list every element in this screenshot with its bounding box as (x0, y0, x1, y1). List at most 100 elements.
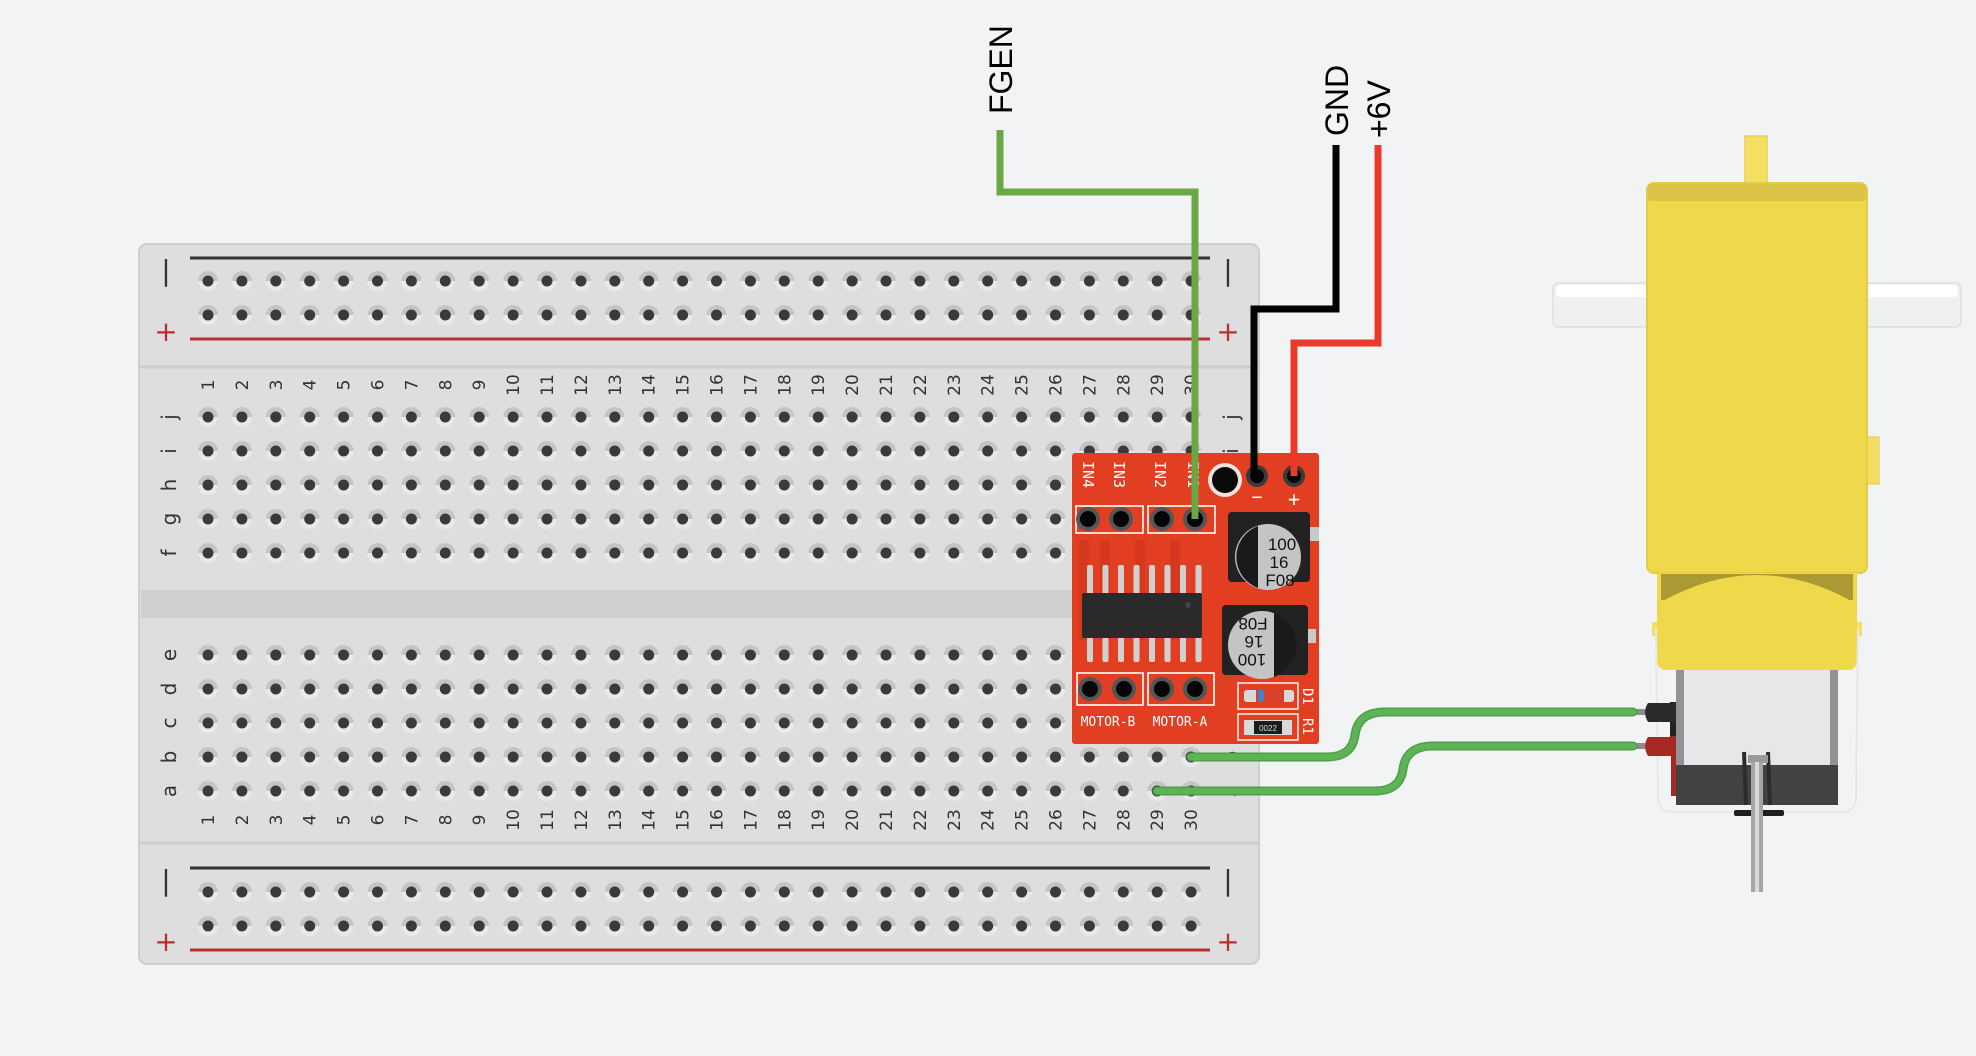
rail-hole[interactable] (299, 305, 320, 325)
terminal-hole-f16[interactable] (706, 543, 727, 563)
rail-hole[interactable] (977, 882, 998, 902)
terminal-hole-h5[interactable] (333, 475, 354, 495)
terminal-hole-h19[interactable] (808, 475, 829, 495)
terminal-hole-g22[interactable] (909, 509, 930, 529)
terminal-hole-g16[interactable] (706, 509, 727, 529)
rail-hole[interactable] (265, 271, 286, 291)
terminal-hole-i19[interactable] (808, 441, 829, 461)
rail-hole[interactable] (808, 882, 829, 902)
terminal-hole-c2[interactable] (231, 713, 252, 733)
rail-hole[interactable] (333, 271, 354, 291)
terminal-hole-b11[interactable] (537, 747, 557, 767)
rail-hole[interactable] (435, 916, 456, 936)
terminal-hole-f26[interactable] (1045, 543, 1066, 563)
rail-hole[interactable] (842, 305, 863, 325)
terminal-hole-j3[interactable] (265, 407, 286, 427)
terminal-hole-h4[interactable] (299, 475, 320, 495)
terminal-hole-c1[interactable] (198, 713, 218, 733)
terminal-hole-d10[interactable] (503, 679, 524, 699)
terminal-hole-f10[interactable] (503, 543, 524, 563)
input-pin-0[interactable] (1076, 507, 1100, 531)
terminal-hole-d13[interactable] (604, 679, 625, 699)
terminal-hole-e17[interactable] (740, 645, 761, 665)
terminal-hole-j26[interactable] (1045, 407, 1066, 427)
terminal-hole-c13[interactable] (604, 713, 625, 733)
terminal-hole-a10[interactable] (503, 781, 524, 801)
terminal-hole-g15[interactable] (672, 509, 693, 529)
terminal-hole-b2[interactable] (231, 747, 252, 767)
rail-hole[interactable] (740, 882, 761, 902)
terminal-hole-f6[interactable] (367, 543, 388, 563)
rail-hole[interactable] (740, 916, 761, 936)
terminal-hole-e5[interactable] (333, 645, 354, 665)
rail-hole[interactable] (1045, 305, 1066, 325)
rail-hole[interactable] (469, 305, 490, 325)
terminal-hole-f5[interactable] (333, 543, 354, 563)
rail-hole[interactable] (1079, 271, 1100, 291)
rail-hole[interactable] (1079, 305, 1100, 325)
terminal-hole-b6[interactable] (367, 747, 388, 767)
terminal-hole-e16[interactable] (706, 645, 727, 665)
terminal-hole-f2[interactable] (231, 543, 252, 563)
rail-hole[interactable] (808, 916, 829, 936)
terminal-hole-e13[interactable] (604, 645, 625, 665)
terminal-hole-i20[interactable] (842, 441, 863, 461)
terminal-hole-d3[interactable] (265, 679, 286, 699)
terminal-hole-i11[interactable] (537, 441, 557, 461)
rail-hole[interactable] (469, 882, 490, 902)
terminal-hole-f22[interactable] (909, 543, 930, 563)
terminal-hole-i16[interactable] (706, 441, 727, 461)
terminal-hole-g8[interactable] (435, 509, 456, 529)
rail-hole[interactable] (672, 882, 693, 902)
rail-hole[interactable] (604, 882, 625, 902)
rail-hole[interactable] (909, 882, 930, 902)
terminal-hole-j4[interactable] (299, 407, 320, 427)
terminal-hole-i7[interactable] (401, 441, 422, 461)
terminal-hole-g11[interactable] (537, 509, 557, 529)
terminal-hole-c17[interactable] (740, 713, 761, 733)
terminal-hole-g13[interactable] (604, 509, 625, 529)
motor-driver-board[interactable]: IN4 IN3 IN2 IN1 − + 100 16 F08 (1072, 453, 1319, 744)
terminal-hole-c18[interactable] (774, 713, 795, 733)
terminal-hole-j20[interactable] (842, 407, 863, 427)
terminal-hole-i8[interactable] (435, 441, 456, 461)
terminal-hole-g20[interactable] (842, 509, 863, 529)
rail-hole[interactable] (1011, 305, 1032, 325)
rail-hole[interactable] (333, 882, 354, 902)
terminal-hole-c5[interactable] (333, 713, 354, 733)
terminal-hole-a2[interactable] (231, 781, 252, 801)
terminal-hole-h14[interactable] (638, 475, 659, 495)
terminal-hole-g9[interactable] (469, 509, 490, 529)
terminal-hole-b21[interactable] (876, 747, 896, 767)
rail-hole[interactable] (672, 305, 693, 325)
terminal-hole-b4[interactable] (299, 747, 320, 767)
terminal-hole-i22[interactable] (909, 441, 930, 461)
terminal-hole-d12[interactable] (570, 679, 591, 699)
terminal-hole-f18[interactable] (774, 543, 795, 563)
terminal-hole-g23[interactable] (943, 509, 964, 529)
terminal-hole-j17[interactable] (740, 407, 761, 427)
terminal-hole-e3[interactable] (265, 645, 286, 665)
terminal-hole-e26[interactable] (1045, 645, 1066, 665)
terminal-hole-d1[interactable] (198, 679, 218, 699)
rail-hole[interactable] (706, 271, 727, 291)
terminal-hole-g19[interactable] (808, 509, 829, 529)
rail-hole[interactable] (842, 916, 863, 936)
terminal-hole-e19[interactable] (808, 645, 829, 665)
terminal-hole-d5[interactable] (333, 679, 354, 699)
terminal-hole-f13[interactable] (604, 543, 625, 563)
terminal-hole-h16[interactable] (706, 475, 727, 495)
rail-hole[interactable] (672, 916, 693, 936)
rail-hole[interactable] (333, 916, 354, 936)
rail-hole[interactable] (198, 271, 218, 291)
terminal-hole-c4[interactable] (299, 713, 320, 733)
terminal-hole-b3[interactable] (265, 747, 286, 767)
terminal-hole-b14[interactable] (638, 747, 659, 767)
terminal-hole-d15[interactable] (672, 679, 693, 699)
terminal-hole-j29[interactable] (1147, 407, 1168, 427)
terminal-hole-i21[interactable] (876, 441, 896, 461)
terminal-hole-d22[interactable] (909, 679, 930, 699)
terminal-hole-i18[interactable] (774, 441, 795, 461)
wire-motor-1[interactable] (1188, 709, 1636, 760)
terminal-hole-e10[interactable] (503, 645, 524, 665)
